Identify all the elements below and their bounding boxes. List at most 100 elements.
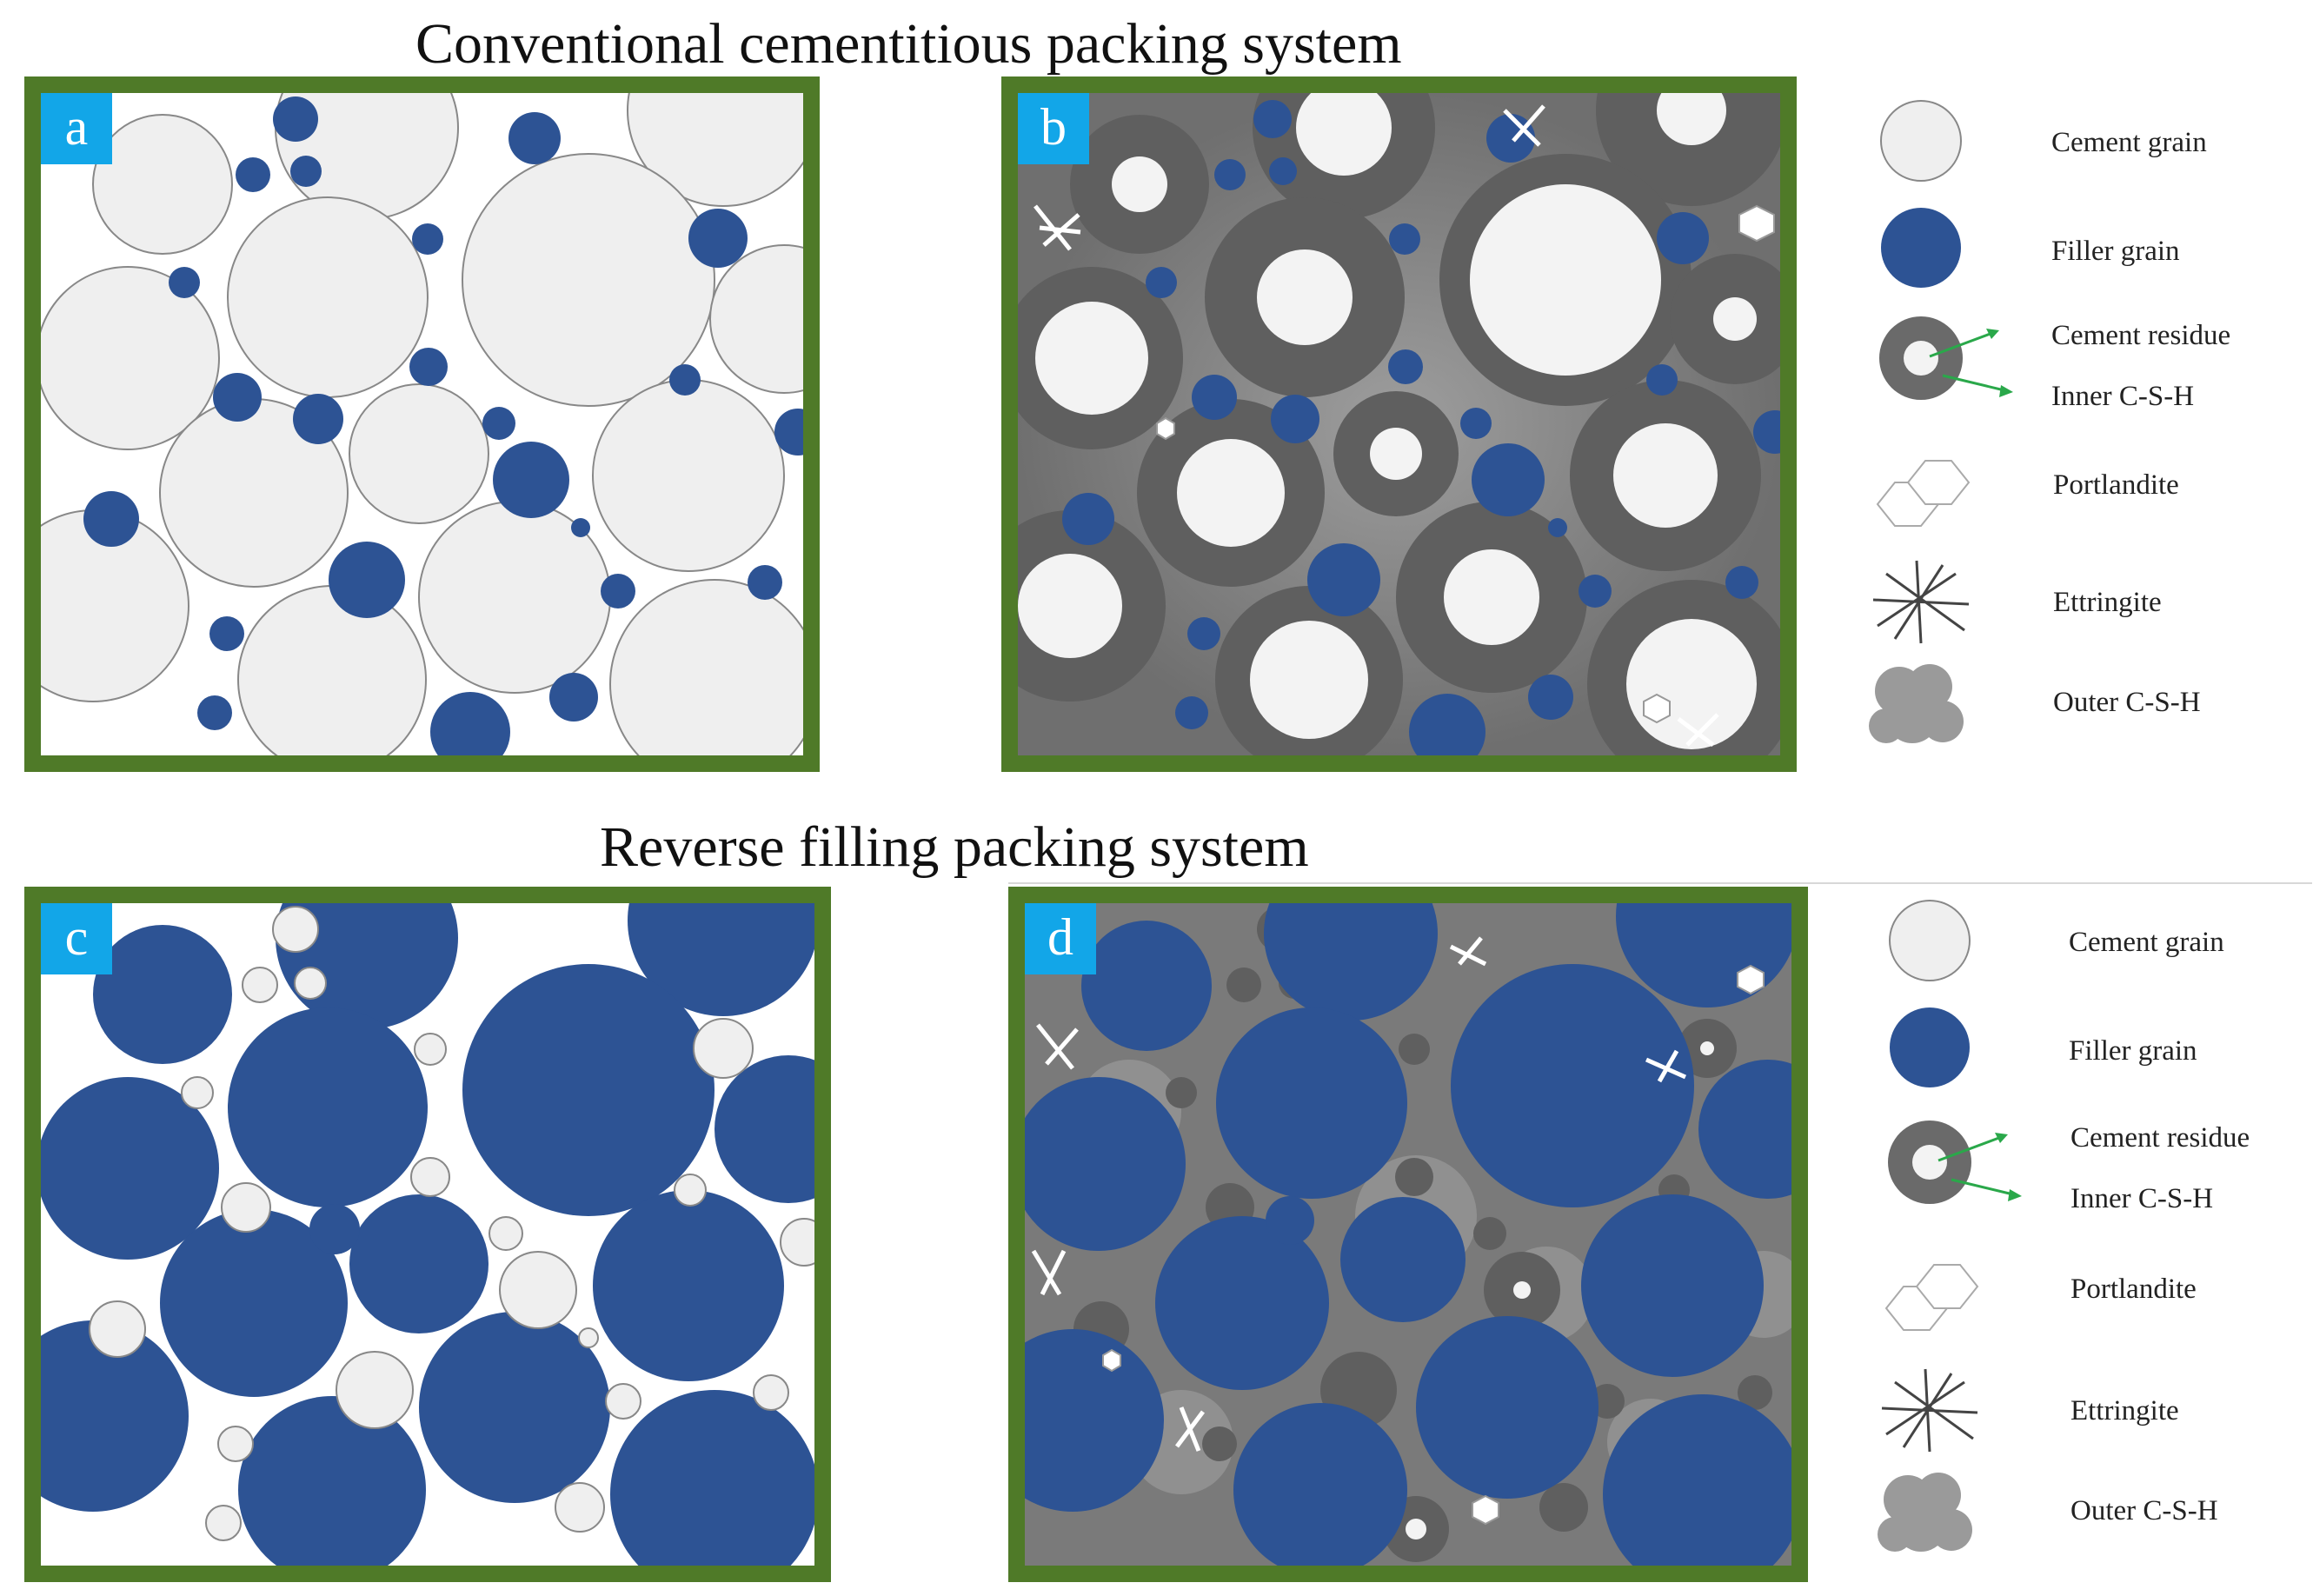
cement-grain <box>555 1482 605 1533</box>
filler-grain <box>1271 395 1319 443</box>
cement-grain <box>489 1216 523 1251</box>
cement-residue <box>1166 1077 1197 1108</box>
cement-grain <box>578 1327 599 1348</box>
filler-grain <box>1155 1216 1329 1390</box>
legend-portlandite: Portlandite <box>1860 443 2312 548</box>
legend-portlandite: Portlandite <box>1869 1247 2313 1352</box>
filler-grain <box>1579 575 1612 608</box>
filler-grain <box>1725 566 1758 599</box>
legend-label-ettringite: Ettringite <box>2053 587 2162 618</box>
filler-grain <box>1264 903 1438 1021</box>
panel-d-tag: d <box>1025 903 1096 974</box>
cement-residue <box>1226 968 1261 1002</box>
cement-grain <box>410 1157 450 1197</box>
legend-filler-grain: Filler grain <box>1860 196 2312 300</box>
panel-a-tag: a <box>41 93 112 164</box>
legend-ettringite: Ettringite <box>1860 548 2312 652</box>
legend-label-cement-grain: Cement grain <box>2051 127 2207 158</box>
cement-grain <box>237 585 427 755</box>
panel-b-particles <box>1018 93 1780 755</box>
filler-grain <box>1657 212 1709 264</box>
filler-grain <box>610 1390 814 1566</box>
filler-grain <box>197 695 232 730</box>
inner-csh <box>1035 302 1148 415</box>
cement-grain <box>41 266 220 450</box>
cement-residue <box>1399 1034 1430 1065</box>
inner-csh <box>1657 93 1726 145</box>
legend-label-cement-residue: Cement residue <box>2070 1122 2250 1154</box>
cement-grain <box>780 1218 814 1267</box>
filler-grain <box>688 209 748 268</box>
ettringite-needles-icon <box>1872 560 1970 644</box>
legend-outer-csh: Outer C-S-H <box>1869 1460 2313 1565</box>
cement-grain-icon <box>1880 100 1962 182</box>
filler-grain <box>1192 375 1237 420</box>
cement-residue <box>1596 93 1780 206</box>
filler-grain <box>93 925 232 1064</box>
filler-grain <box>1062 493 1114 545</box>
panel-b-conventional-hydrated: b <box>1001 76 1797 772</box>
filler-grain <box>83 491 139 547</box>
top-section-title: Conventional cementitious packing system <box>415 12 1402 76</box>
cement-grain <box>605 1383 641 1420</box>
legend-cement-residue: Cement residue Inner C-S-H <box>1869 1108 2313 1230</box>
legend-bottom: Cement grain Filler grain Cement residue… <box>1869 887 2313 1582</box>
filler-grain <box>1025 1329 1164 1512</box>
cement-residue <box>1473 1217 1506 1250</box>
filler-grain <box>41 1077 219 1260</box>
cement-grain <box>627 93 803 207</box>
cement-grain-icon <box>1889 900 1971 981</box>
legend-ettringite: Ettringite <box>1869 1356 2313 1460</box>
filler-grain <box>1146 267 1177 298</box>
cement-grain <box>693 1018 754 1079</box>
cement-residue-icon <box>1888 1121 2022 1204</box>
legend-top: Cement grain Filler grain Cement residue… <box>1860 87 2312 782</box>
filler-grain <box>1646 364 1678 396</box>
filler-grain <box>276 903 458 1029</box>
legend-label-outer-csh: Outer C-S-H <box>2070 1495 2218 1526</box>
cement-residue-icon <box>1879 316 2013 400</box>
filler-grain <box>293 394 343 444</box>
inner-csh <box>1470 184 1661 376</box>
legend-label-cement-residue: Cement residue <box>2051 320 2231 351</box>
cement-grain <box>217 1426 254 1462</box>
cement-grain <box>92 114 233 255</box>
panel-a-particles <box>41 93 803 755</box>
filler-grain <box>715 1055 814 1203</box>
filler-grain <box>508 112 561 164</box>
filler-grain <box>593 1190 784 1381</box>
inner-csh <box>1112 156 1167 212</box>
filler-grain <box>169 267 200 298</box>
filler-grain <box>1753 410 1780 454</box>
cement-grain <box>592 379 785 572</box>
legend-label-filler-grain: Filler grain <box>2069 1035 2197 1067</box>
filler-grain <box>1451 964 1694 1207</box>
filler-grain <box>236 157 270 192</box>
cement-grain <box>609 579 803 755</box>
filler-grain <box>1214 159 1246 190</box>
inner-csh <box>1613 423 1718 528</box>
cement-grain <box>294 967 327 1000</box>
filler-grain <box>1472 443 1545 516</box>
filler-grain <box>1081 921 1212 1051</box>
filler-grain <box>1416 1316 1598 1499</box>
legend-cement-grain: Cement grain <box>1869 887 2313 991</box>
legend-label-inner-csh: Inner C-S-H <box>2070 1183 2214 1214</box>
filler-grain <box>1187 617 1220 650</box>
filler-grain <box>1269 157 1297 185</box>
panel-c-particles <box>41 903 814 1566</box>
filler-grain <box>1266 1196 1314 1245</box>
ettringite-needles-icon <box>1881 1368 1978 1453</box>
portlandite-crystal <box>1156 416 1175 441</box>
filler-grain <box>430 692 510 755</box>
cement-grain <box>227 196 429 398</box>
cement-grain <box>414 1033 447 1066</box>
filler-grain <box>774 409 803 456</box>
filler-grain <box>748 565 782 600</box>
cement-grain <box>349 383 489 524</box>
panel-d-reverse-hydrated: d <box>1008 887 1808 1582</box>
filler-grain <box>1698 1060 1791 1199</box>
filler-grain <box>1233 1403 1407 1566</box>
inner-csh <box>1513 1281 1531 1299</box>
inner-csh <box>1700 1041 1714 1055</box>
